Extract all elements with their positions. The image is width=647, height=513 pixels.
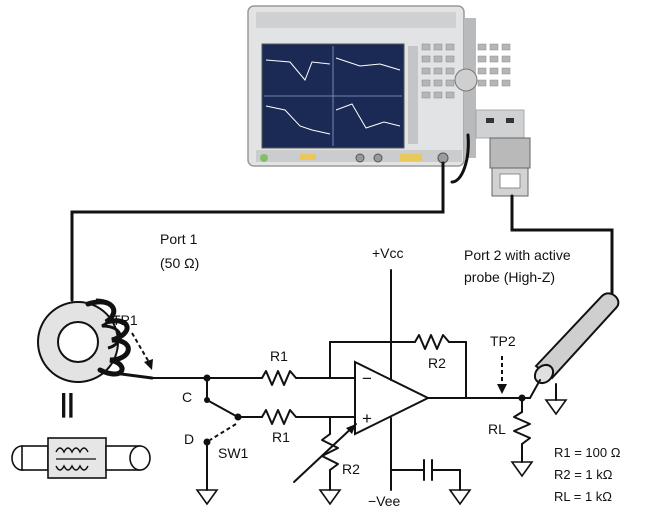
- port2-probe-label: probe (High-Z): [464, 269, 555, 285]
- ground-symbol-r2: [318, 489, 342, 506]
- port1-cable: [70, 161, 445, 302]
- ground-symbol-rl: [510, 461, 534, 478]
- r1-top-label: R1: [270, 348, 288, 364]
- r1-bottom-label: R1: [272, 429, 290, 445]
- variable-arrow: [293, 423, 357, 483]
- r2-value-label: R2 = 1 kΩ: [554, 467, 613, 482]
- port1-impedance-label: (50 Ω): [160, 255, 199, 271]
- ground-symbol-d: [195, 489, 219, 506]
- ground-symbol-cap: [448, 489, 472, 506]
- resistor-rl: [513, 411, 531, 445]
- sw1-label: SW1: [218, 445, 249, 461]
- node-d-label: D: [184, 431, 194, 447]
- network-analyzer: [247, 5, 525, 167]
- node-c-label: C: [182, 389, 192, 405]
- port2-cable: [510, 194, 614, 302]
- r2-feedback-label: R2: [428, 355, 446, 371]
- equivalent-symbol: ||: [60, 388, 75, 418]
- port2-label: Port 2 with active: [464, 247, 571, 263]
- analyzer-knob: [454, 68, 478, 92]
- toroid-core: [37, 298, 154, 383]
- vcc-label: +Vcc: [372, 245, 404, 261]
- probe-tip: [529, 292, 620, 416]
- resistor-r1-bottom: [261, 409, 297, 425]
- tp2-label: TP2: [490, 333, 516, 349]
- active-probe-head: [489, 137, 531, 197]
- sw1-switch: [206, 399, 237, 417]
- transformer-equivalent-icon: [11, 437, 151, 479]
- ground-symbol-probe: [544, 399, 568, 416]
- tp1-arrow: [131, 332, 151, 365]
- resistor-r1-top: [261, 370, 297, 386]
- r2-variable-label: R2: [342, 461, 360, 477]
- vee-label: −Vee: [368, 493, 401, 509]
- analyzer-keypad: [421, 43, 511, 99]
- r1-value-label: R1 = 100 Ω: [554, 445, 621, 460]
- port1-label: Port 1: [160, 231, 198, 247]
- resistor-r2-feedback: [414, 334, 450, 350]
- rl-value-label: RL = 1 kΩ: [554, 489, 612, 504]
- tp1-label: TP1: [112, 312, 138, 328]
- opamp-noninverting-sign: +: [362, 409, 372, 428]
- opamp-inverting-sign: −: [362, 369, 372, 388]
- resistor-r2-variable: [321, 433, 339, 471]
- rl-label: RL: [488, 421, 506, 437]
